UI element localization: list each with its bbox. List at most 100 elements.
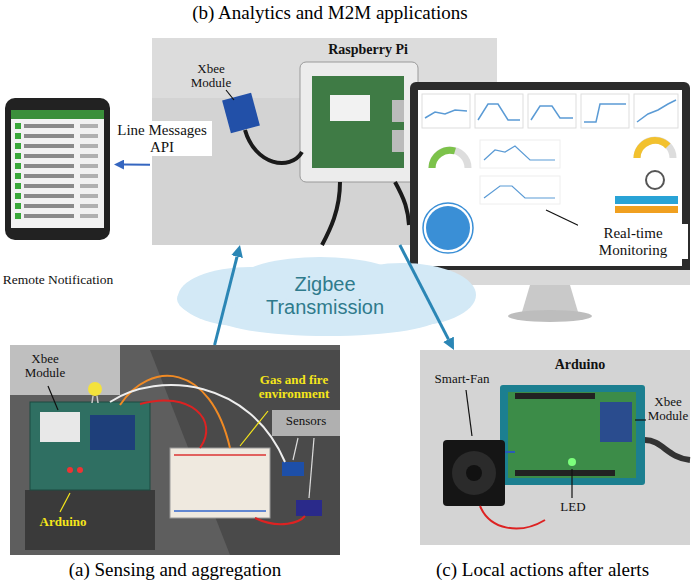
analytics-photo-part: [322, 182, 340, 245]
monitor-illustration-part: [637, 140, 668, 158]
sensing-photo-part: [30, 402, 150, 490]
callout-label-holder: Xbee Module: [646, 395, 690, 424]
monitor-illustration-part: [584, 104, 626, 122]
message-row: [24, 134, 74, 138]
connector-arrow: [124, 164, 150, 166]
monitor-illustration-part: [422, 94, 470, 128]
callout-label-holder: Raspberry Pi: [318, 42, 418, 57]
monitor-illustration-part: [432, 150, 468, 168]
monitor-illustration-part: [637, 140, 673, 158]
monitor-illustration-part: [410, 82, 690, 278]
monitor-illustration-part: [484, 186, 555, 198]
callout-label: Real-time Monitoring: [578, 224, 688, 259]
phone-node: Remote Notification: [2, 98, 114, 288]
message-row: [24, 194, 74, 198]
sensing-photo-part: [40, 412, 80, 442]
sensing-photo-part: [272, 410, 340, 436]
callout-label: Arduino: [548, 357, 612, 372]
monitor-illustration-part: [508, 310, 592, 322]
sensing-photo-part: [67, 467, 73, 473]
cloud-shape: Zigbee Transmission: [170, 255, 480, 337]
sensing-photo-part: [88, 382, 102, 396]
sensing-photo-part: [140, 400, 206, 448]
callout-label: Xbee Module: [646, 395, 690, 424]
message-row: [15, 133, 21, 139]
monitor-illustration-part: [475, 94, 523, 128]
callout-label-holder: Xbee Module: [14, 352, 76, 381]
sensing-photo-part: [92, 396, 93, 403]
sensing-photo-part: [97, 396, 98, 403]
message-row: [15, 213, 21, 219]
phone-illustration: [5, 98, 110, 240]
sensing-photo-part: [282, 462, 304, 476]
message-row: [80, 184, 98, 188]
monitor-illustration-part: [581, 94, 629, 128]
sensing-photo-part: [174, 510, 266, 512]
actuation-photo-part: [505, 451, 515, 453]
message-row: [80, 144, 98, 148]
message-row: [15, 193, 21, 199]
message-row: [24, 174, 74, 178]
message-row: [15, 173, 21, 179]
actuation-photo-part: [600, 402, 632, 442]
sensing-photo-part: [293, 438, 298, 460]
sensing-photo-part: [309, 438, 314, 498]
message-row: [15, 163, 21, 169]
sensing-photo-part: [170, 448, 270, 518]
monitor-illustration-part: [480, 176, 560, 204]
monitor-illustration-part: [478, 104, 520, 120]
callout-label-holder: Real-time Monitoring: [578, 224, 688, 259]
callout-label-holder: LED: [556, 500, 590, 514]
phone-illustration-part: [5, 98, 110, 240]
callout-label: Arduino: [30, 515, 96, 529]
analytics-photo-part: [392, 100, 404, 122]
node-text: (b) Analytics and M2M applications: [192, 2, 467, 24]
message-row: [24, 214, 74, 218]
monitor-illustration-part: [637, 100, 676, 122]
message-row: [24, 124, 74, 128]
message-row: [80, 134, 98, 138]
actuation-photo-part: [571, 469, 572, 498]
sensing-photo-part: [10, 345, 340, 555]
node-text: (c) Local actions after alerts: [436, 559, 649, 581]
sensing-photo-part: [60, 493, 70, 512]
sensing-photo-part: [296, 500, 322, 516]
message-row: [24, 164, 74, 168]
sensing-photo-part: [255, 516, 305, 524]
sensing-photo-part: [240, 411, 268, 446]
callout-label-holder: Gas and fire environment: [250, 373, 338, 402]
analytics-photo-part: [300, 62, 418, 182]
monitor-illustration-part: [522, 285, 578, 312]
message-row: [24, 204, 74, 208]
sensing-photo-part: [48, 386, 58, 410]
callout-label-holder: Smart-Fan: [425, 372, 499, 386]
message-row: [15, 153, 21, 159]
callout-label: Raspberry Pi: [318, 42, 418, 57]
message-row: [15, 183, 21, 189]
monitor-illustration-part: [615, 196, 678, 204]
analytics-photo-part: [245, 130, 302, 163]
callout-label: LED: [556, 500, 590, 514]
analytics-photo-part: [312, 76, 404, 168]
actuation-photo-part: [515, 393, 595, 399]
callout-label: Smart-Fan: [425, 372, 499, 386]
message-row: [15, 143, 21, 149]
actuation-photo-part: [452, 451, 496, 495]
callout-label: Sensors: [274, 414, 338, 428]
message-row: [24, 144, 74, 148]
message-row: [80, 214, 98, 218]
analytics-photo-part: [330, 95, 370, 121]
monitor-illustration-part: [425, 110, 467, 118]
monitor-illustration-part: [484, 146, 555, 160]
actuation-photo-part: [508, 392, 636, 478]
sensing-photo-part: [150, 350, 340, 555]
phone-illustration-part: [11, 110, 104, 119]
monitor-illustration-part: [646, 171, 664, 189]
actuation-photo-part: [645, 440, 690, 460]
monitor-illustration-part: [432, 150, 455, 168]
actuation-photo: [420, 350, 690, 545]
phone-illustration-part: [11, 110, 104, 228]
node-text: Remote Notification: [3, 272, 114, 288]
node-text: Zigbee Transmission: [263, 273, 388, 319]
edge-label: Line Messages API: [112, 121, 212, 156]
